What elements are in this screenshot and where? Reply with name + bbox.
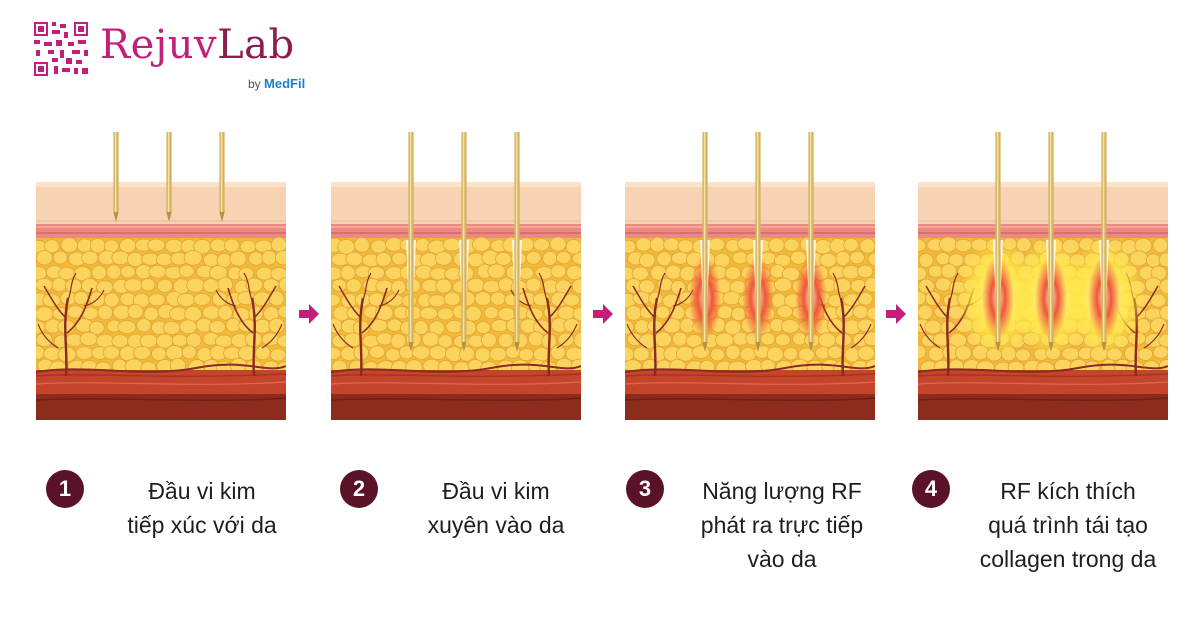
arrow-right-icon xyxy=(884,302,908,326)
step-3: 3 Năng lượng RF phát ra trực tiếp vào da xyxy=(626,470,896,590)
brand-name-accent: Lab xyxy=(217,22,295,68)
step-number-badge: 3 xyxy=(626,470,664,508)
caption-line: phát ra trực tiếp xyxy=(700,512,864,538)
step-caption: Đầu vi kim xuyên vào da xyxy=(386,474,606,542)
skin-panel-1 xyxy=(36,128,286,420)
partner-name: MedFil xyxy=(264,76,306,91)
skin-panel-2 xyxy=(331,128,581,420)
caption-line: xuyên vào da xyxy=(427,512,565,538)
step-number-badge: 1 xyxy=(46,470,84,508)
arrow-right-icon xyxy=(591,302,615,326)
byline-by: by xyxy=(248,77,261,91)
step-number-badge: 2 xyxy=(340,470,378,508)
qr-code-icon xyxy=(32,20,90,78)
step-4: 4 RF kích thích quá trình tái tạo collag… xyxy=(912,470,1182,590)
step-caption: RF kích thích quá trình tái tạo collagen… xyxy=(958,474,1178,576)
caption-line: collagen trong da xyxy=(979,546,1157,572)
caption-line: RF kích thích xyxy=(1000,478,1136,504)
caption-line: tiếp xúc với da xyxy=(127,512,277,538)
brand-byline: by MedFil xyxy=(248,76,305,91)
brand-name: RejuvLab xyxy=(100,22,295,68)
caption-line: vào da xyxy=(747,546,817,572)
step-2: 2 Đầu vi kim xuyên vào da xyxy=(340,470,610,590)
caption-line: Năng lượng RF xyxy=(702,478,862,504)
caption-line: Đầu vi kim xyxy=(442,478,550,504)
step-1: 1 Đầu vi kim tiếp xúc với da xyxy=(46,470,316,590)
step-number-badge: 4 xyxy=(912,470,950,508)
brand-name-main: Rejuv xyxy=(100,22,218,68)
arrow-right-icon xyxy=(297,302,321,326)
step-caption: Đầu vi kim tiếp xúc với da xyxy=(92,474,312,542)
caption-line: Đầu vi kim xyxy=(148,478,256,504)
skin-panel-3 xyxy=(625,128,875,420)
caption-line: quá trình tái tạo xyxy=(988,512,1148,538)
step-caption: Năng lượng RF phát ra trực tiếp vào da xyxy=(672,474,892,576)
skin-panel-4 xyxy=(918,128,1168,420)
brand-logo: RejuvLab by MedFil xyxy=(32,20,332,91)
